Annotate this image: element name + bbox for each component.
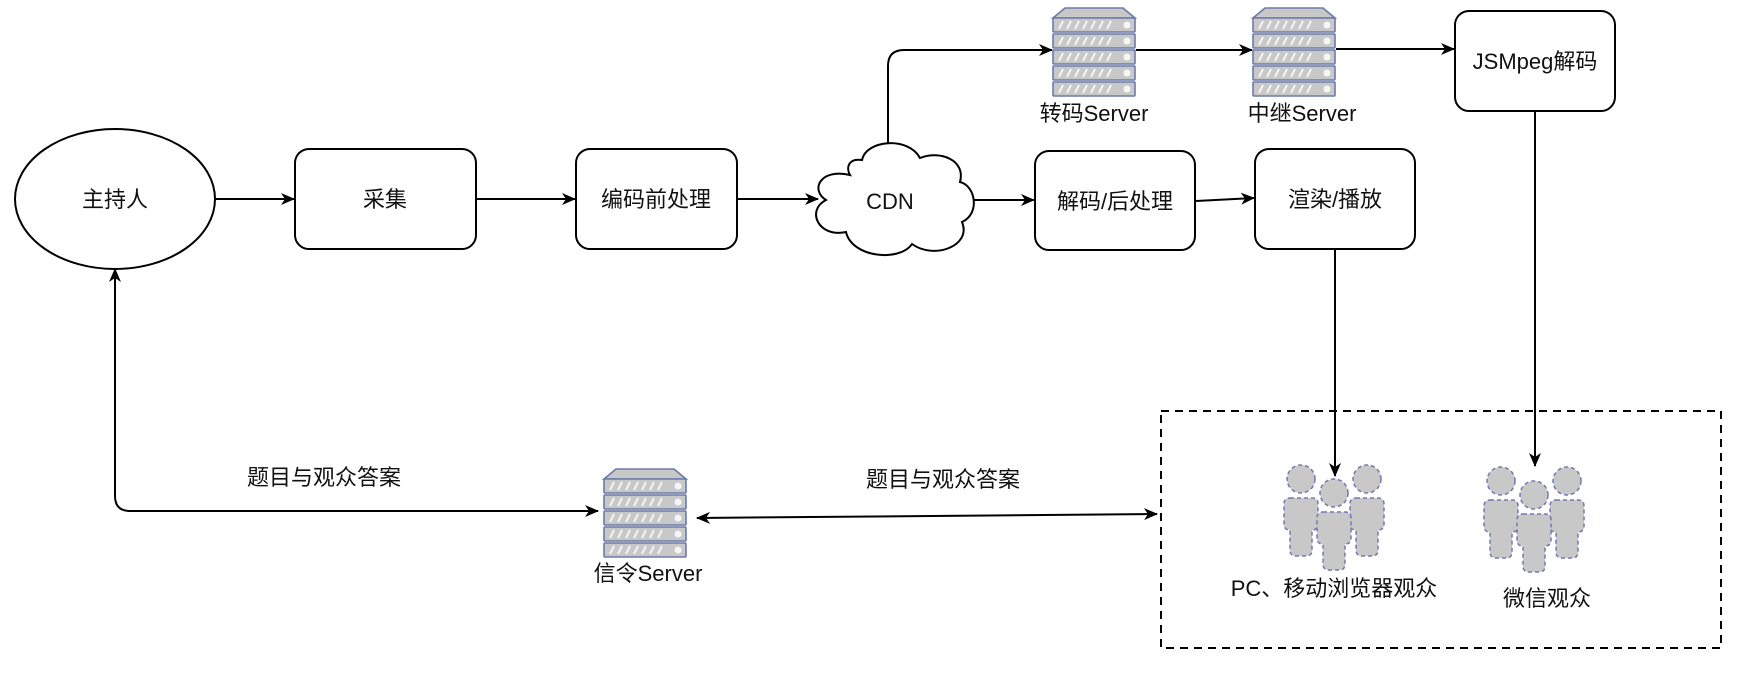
node-transcode-server[interactable]: 转码Server	[1040, 7, 1149, 126]
edge-cdn-to-transcode-server	[887, 44, 1053, 143]
node-transcode-server-label: 转码Server	[1040, 101, 1149, 126]
edge-signal-server-to-audience	[696, 508, 1158, 524]
node-jsmpeg[interactable]: JSMpeg解码	[1454, 10, 1616, 112]
node-signal-server-label: 信令Server	[594, 561, 703, 586]
node-host-label: 主持人	[82, 187, 148, 212]
node-relay-server[interactable]: 中继Server	[1248, 7, 1357, 126]
node-wechat-audience-label: 微信观众	[1503, 586, 1591, 611]
node-pc-audience-label: PC、移动浏览器观众	[1231, 576, 1438, 601]
node-cdn-label: CDN	[866, 189, 914, 214]
edge-label-host: 题目与观众答案	[247, 465, 401, 490]
audience-group-box	[1160, 410, 1722, 649]
node-jsmpeg-label: JSMpeg解码	[1473, 49, 1598, 74]
node-relay-server-label: 中继Server	[1248, 101, 1357, 126]
server-icon	[603, 468, 687, 558]
node-render[interactable]: 渲染/播放	[1254, 148, 1416, 250]
users-icon	[1484, 467, 1584, 572]
edge-label-audience: 题目与观众答案	[866, 467, 1020, 492]
node-render-label: 渲染/播放	[1288, 187, 1382, 212]
node-decode[interactable]: 解码/后处理	[1034, 150, 1196, 251]
server-icon	[1052, 7, 1136, 97]
node-signal-server[interactable]: 信令Server	[594, 468, 703, 586]
node-cdn[interactable]: CDN	[815, 142, 975, 257]
node-preprocess-label: 编码前处理	[601, 187, 711, 212]
node-capture[interactable]: 采集	[294, 148, 477, 250]
node-host[interactable]: 主持人	[14, 128, 216, 270]
node-capture-label: 采集	[363, 187, 407, 212]
cloud-icon	[815, 142, 975, 257]
node-decode-label: 解码/后处理	[1057, 189, 1173, 214]
edge-decode-to-render	[1195, 192, 1255, 205]
users-icon	[1284, 465, 1384, 570]
server-icon	[1252, 7, 1336, 97]
node-wechat-audience[interactable]: 微信观众	[1484, 467, 1591, 611]
node-pc-audience[interactable]: PC、移动浏览器观众	[1231, 465, 1438, 601]
node-preprocess[interactable]: 编码前处理	[575, 148, 738, 250]
edge-signal-server-to-host	[109, 268, 599, 517]
